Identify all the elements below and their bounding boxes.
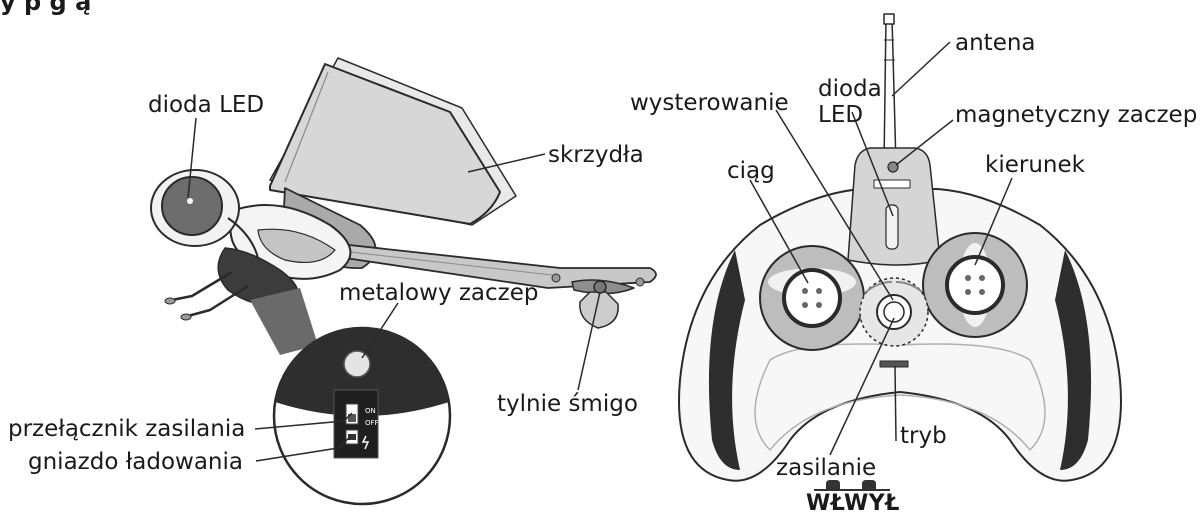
label-magnetyczny-zaczep: magnetyczny zaczep [955, 102, 1197, 128]
magnetic-hook [888, 162, 898, 172]
label-ciag: ciąg [727, 158, 775, 184]
direction-stick [947, 257, 1003, 313]
label-zasilanie: zasilanie [776, 455, 876, 481]
controller-illustration [679, 14, 1121, 481]
label-led: LED [818, 102, 863, 128]
label-gniazdo-ladowania: gniazdo ładowania [28, 449, 243, 475]
label-antena: antena [955, 30, 1036, 56]
switch-mark-off: OFF [365, 419, 379, 427]
dragonfly-eye [162, 177, 222, 235]
label-tryb: tryb [900, 423, 947, 449]
label-kierunek: kierunek [985, 152, 1085, 178]
label-skrzydla: skrzydła [548, 142, 644, 168]
bottom-detail-inset [274, 327, 450, 504]
label-wysterowanie: wysterowanie [630, 90, 789, 116]
label-wl: WŁ [806, 491, 845, 516]
thrust-stick [784, 270, 840, 326]
label-metalowy-zaczep: metalowy zaczep [339, 280, 539, 306]
metal-hook [344, 351, 370, 377]
zoom-wedge [250, 288, 318, 355]
label-dioda: dioda [818, 76, 882, 102]
label-tylnie-smigo: tylnie śmigo [497, 391, 638, 417]
mode-button [880, 361, 908, 367]
power-switch-icons [814, 480, 890, 490]
dragonfly-led-dot [187, 198, 193, 204]
label-dioda-led: dioda LED [148, 92, 264, 118]
label-wyl: WYŁ [844, 491, 900, 516]
switch-mark-on: ON [365, 407, 376, 415]
label-przelacznik-zasilania: przełącznik zasilania [8, 416, 245, 442]
